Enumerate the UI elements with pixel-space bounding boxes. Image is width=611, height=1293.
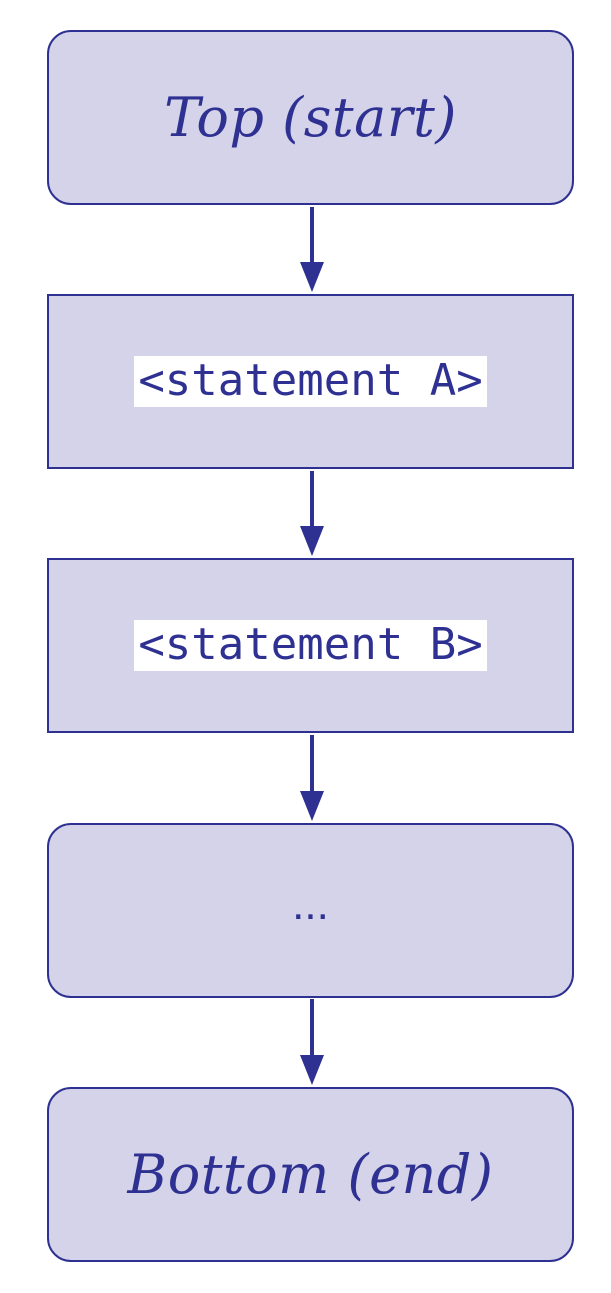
node-statement-a: <statement A> — [47, 294, 574, 469]
node-ellipsis: ... — [47, 823, 574, 998]
node-top-start: Top (start) — [47, 30, 574, 205]
node-top-start-label: Top (start) — [164, 86, 457, 149]
node-bottom-end-label: Bottom (end) — [127, 1143, 494, 1206]
node-ellipsis-label: ... — [292, 879, 329, 929]
node-statement-b-label: <statement B> — [134, 620, 487, 671]
node-statement-b: <statement B> — [47, 558, 574, 733]
arrow-statement-b-to-ellipsis — [300, 735, 324, 821]
arrow-ellipsis-to-bottom — [300, 999, 324, 1085]
node-bottom-end: Bottom (end) — [47, 1087, 574, 1262]
arrow-top-to-statement-a — [300, 207, 324, 292]
node-statement-a-label: <statement A> — [134, 356, 487, 407]
arrow-statement-a-to-statement-b — [300, 471, 324, 556]
